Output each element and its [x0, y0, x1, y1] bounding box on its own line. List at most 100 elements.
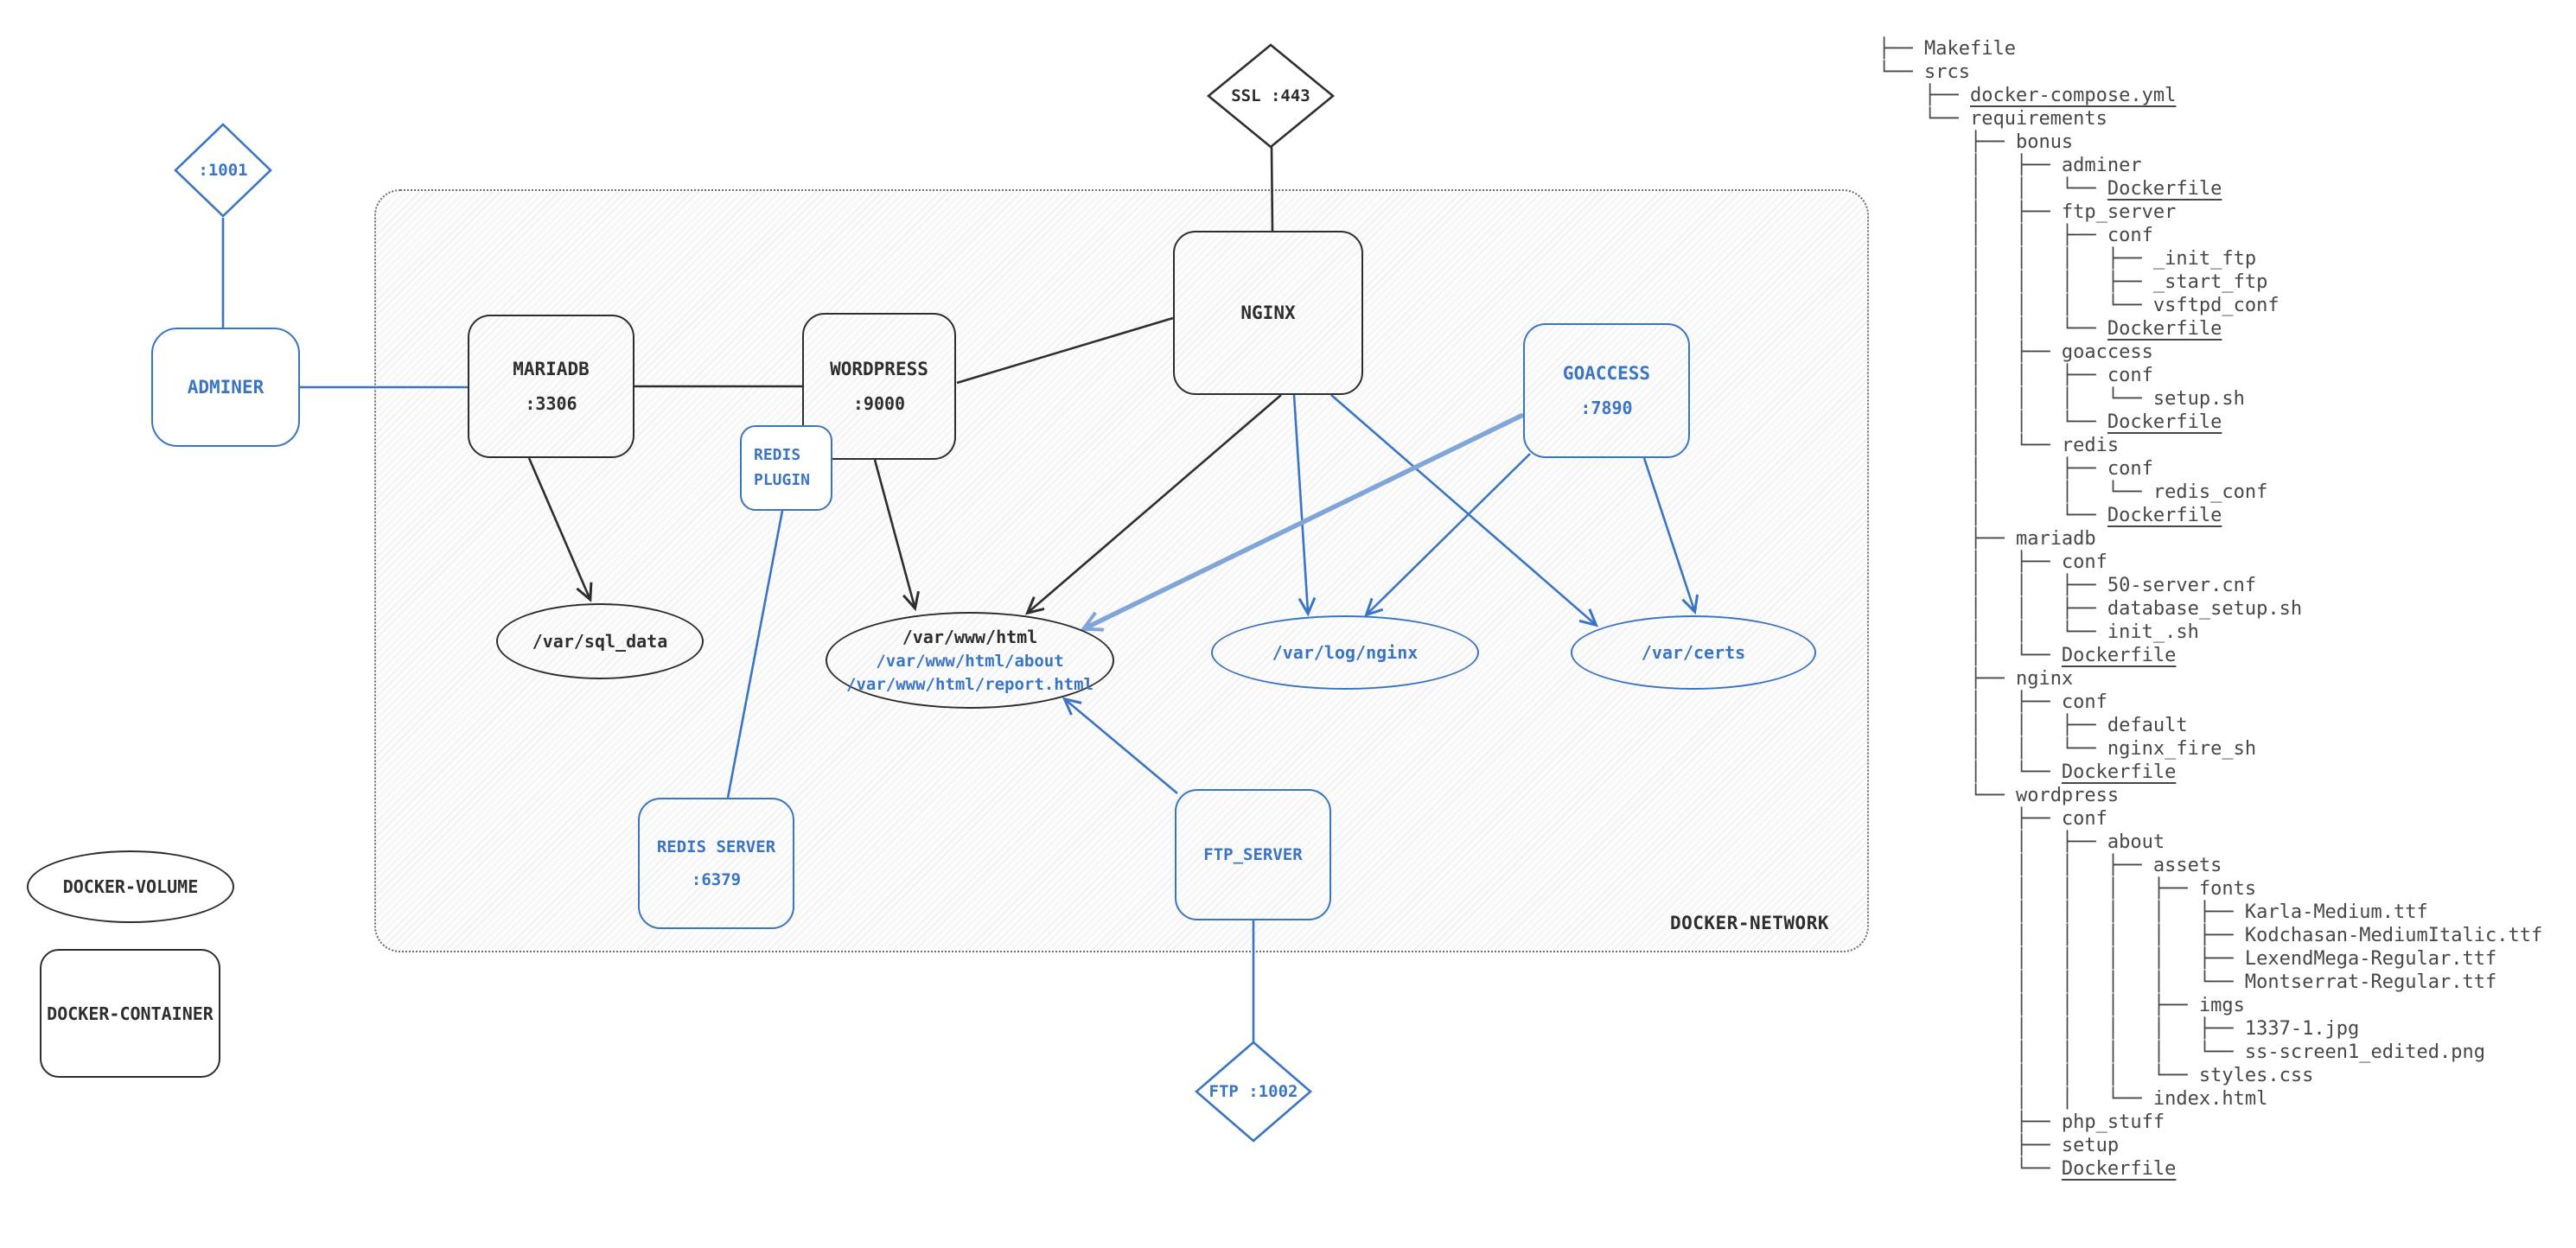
tree-line: │ └── redis — [1878, 434, 2542, 457]
tree-file-name: conf — [2107, 458, 2153, 480]
volume-certs-label: /var/certs — [1641, 642, 1746, 663]
tree-file-name: setup — [2061, 1135, 2120, 1156]
edge-goaccess-certs — [1642, 457, 1699, 615]
tree-line: │ │ └── Dockerfile — [1878, 177, 2542, 201]
tree-line: └── srcs — [1878, 60, 2542, 84]
tree-line: │ │ │ ├── _start_ftp — [1878, 271, 2542, 294]
tree-line: │ │ │ │ └── ss-screen1_edited.png — [1878, 1041, 2542, 1064]
tree-file-name: redis_conf — [2152, 481, 2268, 503]
tree-file-name: conf — [2061, 551, 2107, 573]
tree-file-name: 1337-1.jpg — [2244, 1018, 2360, 1040]
tree-file-name: assets — [2152, 855, 2222, 876]
edge-nginx-certs — [1330, 394, 1599, 627]
tree-line: │ │ │ │ ├── Karla-Medium.ttf — [1878, 901, 2542, 924]
tree-branch-lines: └── — [1878, 785, 2016, 806]
node-adminer-label: ADMINER — [187, 377, 265, 398]
tree-branch-lines: │ ├── — [1878, 691, 2062, 713]
tree-file-link[interactable]: Dockerfile — [2107, 318, 2222, 340]
tree-line: └── wordpress — [1878, 784, 2542, 807]
node-goaccess: GOACCESS :7890 — [1523, 323, 1690, 458]
docker-network-label: DOCKER-NETWORK — [1669, 913, 1829, 933]
tree-line: │ └── Dockerfile — [1878, 644, 2542, 667]
node-adminer: ADMINER — [151, 328, 300, 447]
tree-file-name: LexendMega-Regular.ttf — [2244, 948, 2497, 970]
tree-line: │ │ └── Dockerfile — [1878, 317, 2542, 341]
tree-line: │ ├── conf — [1878, 457, 2542, 481]
tree-branch-lines: │ │ │ ├── — [1878, 248, 2153, 270]
tree-branch-lines: │ │ │ │ ├── — [1878, 901, 2245, 923]
tree-line: │ │ │ │ └── Montserrat-Regular.ttf — [1878, 971, 2542, 994]
tree-file-name: adminer — [2061, 155, 2142, 176]
tree-branch-lines: ├── — [1878, 1111, 2062, 1133]
tree-file-name: _init_ftp — [2152, 248, 2257, 270]
tree-file-name: goaccess — [2061, 341, 2153, 363]
node-ftp-server-label: FTP_SERVER — [1203, 845, 1303, 864]
tree-file-link[interactable]: Dockerfile — [2107, 411, 2222, 433]
tree-file-name: setup.sh — [2152, 388, 2245, 410]
edge-goaccess-wwwhtml — [1080, 412, 1525, 632]
tree-branch-lines: │ ├── — [1878, 551, 2062, 573]
tree-branch-lines: │ │ │ ├── — [1878, 878, 2199, 900]
tree-file-name: about — [2107, 831, 2165, 853]
tree-line: │ │ ├── conf — [1878, 224, 2542, 247]
tree-file-link[interactable]: Dockerfile — [2061, 761, 2177, 783]
tree-line: │ │ └── redis_conf — [1878, 481, 2542, 504]
tree-line: ├── setup — [1878, 1134, 2542, 1157]
tree-file-name: init_.sh — [2107, 621, 2199, 643]
tree-branch-lines: │ │ ├── — [1878, 598, 2107, 620]
tree-file-link[interactable]: Dockerfile — [2061, 1158, 2177, 1180]
tree-branch-lines: │ └── — [1878, 645, 2062, 666]
tree-branch-lines: │ │ ├── — [1878, 855, 2153, 876]
volume-log-nginx-label: /var/log/nginx — [1272, 642, 1419, 663]
tree-branch-lines: └── — [1878, 108, 1970, 130]
tree-file-name: fonts — [2198, 878, 2257, 900]
legend-docker-container: DOCKER-CONTAINER — [40, 949, 220, 1078]
tree-line: │ │ │ └── setup.sh — [1878, 387, 2542, 411]
tree-line: ├── mariadb — [1878, 527, 2542, 551]
tree-line: │ │ └── Dockerfile — [1878, 411, 2542, 434]
tree-branch-lines: │ │ ├── — [1878, 715, 2107, 736]
tree-branch-lines: │ │ │ │ └── — [1878, 1041, 2245, 1063]
tree-line: │ │ ├── assets — [1878, 854, 2542, 877]
volume-www-html-line1: /var/www/html — [902, 627, 1038, 647]
tree-file-link[interactable]: Dockerfile — [2107, 505, 2222, 526]
node-redis-plugin-line1: REDIS — [754, 446, 801, 465]
tree-branch-lines: │ │ │ └── — [1878, 1065, 2199, 1086]
tree-line: │ └── Dockerfile — [1878, 761, 2542, 784]
tree-line: │ ├── conf — [1878, 551, 2542, 574]
tree-file-name: default — [2107, 715, 2188, 736]
tree-file-link[interactable]: docker-compose.yml — [1969, 85, 2177, 106]
tree-branch-lines: │ ├── — [1878, 201, 2062, 223]
tree-file-name: redis — [2061, 435, 2120, 456]
node-wordpress-label: WORDPRESS — [830, 359, 928, 379]
tree-line: │ └── Dockerfile — [1878, 504, 2542, 527]
tree-branch-lines: │ │ └── — [1878, 481, 2153, 503]
tree-line: │ ├── ftp_server — [1878, 201, 2542, 224]
tree-branch-lines: ├── — [1878, 131, 2016, 153]
volume-log-nginx: /var/log/nginx — [1211, 615, 1479, 690]
tree-file-link[interactable]: Dockerfile — [2061, 645, 2177, 666]
tree-line: │ │ │ ├── fonts — [1878, 877, 2542, 901]
node-redis-plugin: REDIS PLUGIN — [740, 425, 832, 511]
tree-branch-lines: │ ├── — [1878, 831, 2107, 853]
tree-branch-lines: │ └── — [1878, 505, 2107, 526]
tree-line: │ │ ├── database_setup.sh — [1878, 597, 2542, 621]
tree-branch-lines: │ │ └── — [1878, 621, 2107, 643]
node-redis-server-label: REDIS SERVER — [656, 837, 776, 856]
tree-line: │ │ ├── conf — [1878, 364, 2542, 387]
tree-branch-lines: ├── — [1878, 528, 2016, 550]
port-ftp-1002-diamond — [1195, 1041, 1312, 1143]
tree-branch-lines: │ │ │ │ ├── — [1878, 925, 2245, 946]
tree-file-name: wordpress — [2015, 785, 2120, 806]
node-ftp-server: FTP_SERVER — [1175, 789, 1331, 920]
tree-file-name: index.html — [2152, 1088, 2268, 1110]
tree-branch-lines: └── — [1878, 61, 1924, 83]
tree-file-name: srcs — [1923, 61, 1970, 83]
tree-branch-lines: │ │ │ ├── — [1878, 995, 2199, 1016]
tree-file-name: Montserrat-Regular.ttf — [2244, 971, 2497, 993]
volume-sql-data-label: /var/sql_data — [532, 631, 668, 652]
tree-file-link[interactable]: Dockerfile — [2107, 178, 2222, 200]
volume-www-html-line2: /var/www/html/about — [876, 652, 1064, 671]
tree-line: │ │ │ ├── _init_ftp — [1878, 247, 2542, 271]
